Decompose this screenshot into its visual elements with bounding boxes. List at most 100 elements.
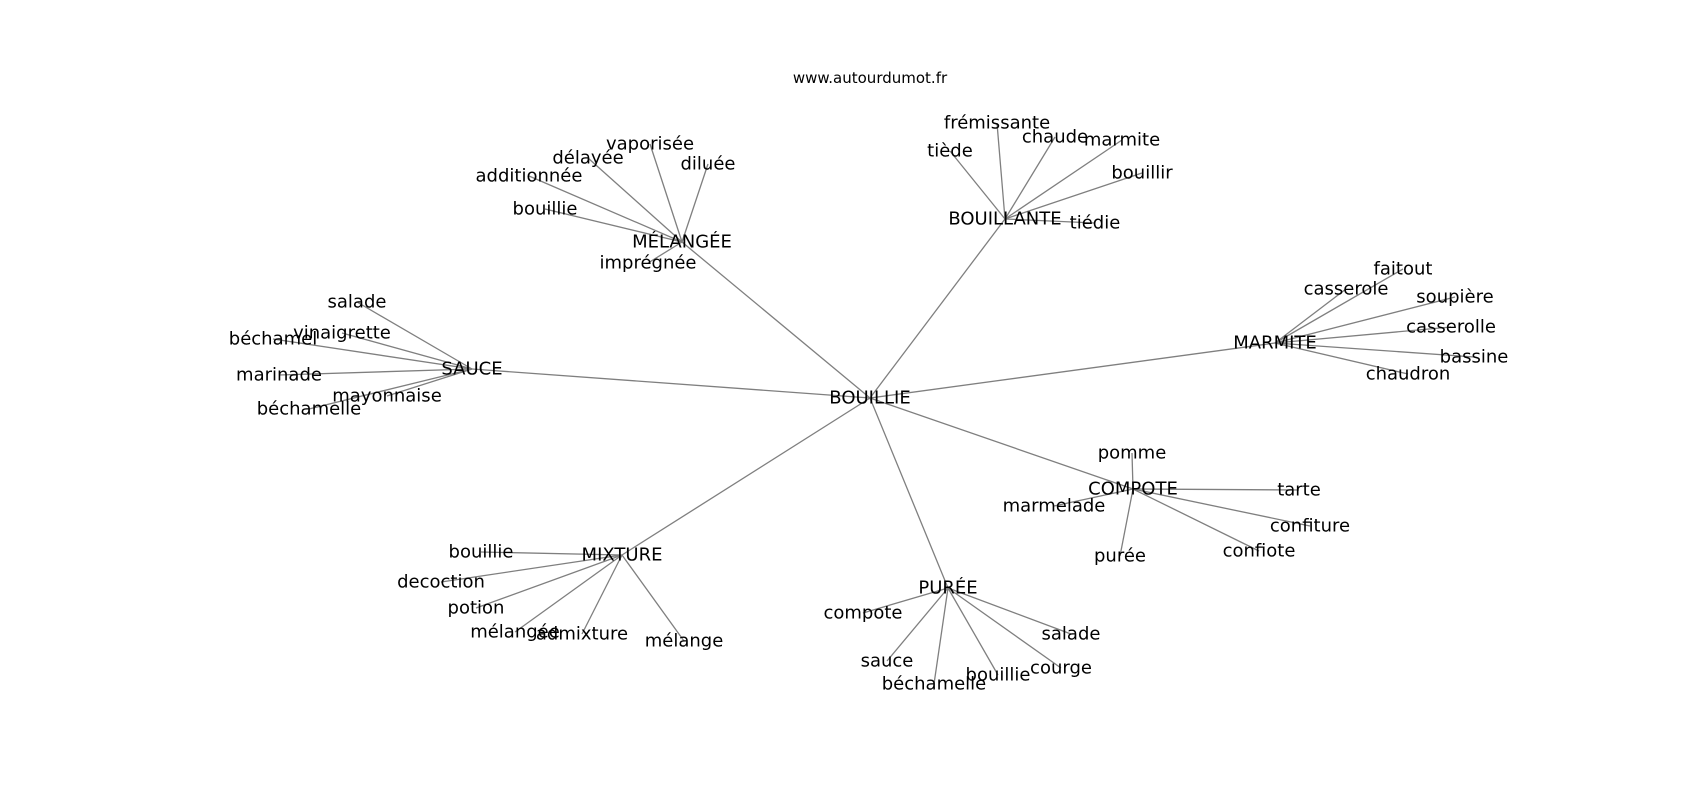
edge-hub-6-child-2 xyxy=(886,587,949,662)
hub-node: SAUCE xyxy=(441,359,502,380)
edge-hub-4-child-0 xyxy=(1131,452,1134,490)
leaf-node: mélangée xyxy=(470,622,560,643)
edge-hub-5-child-5 xyxy=(621,554,685,642)
edge-hub-4-child-5 xyxy=(1132,488,1260,552)
edge-hub-4-child-1 xyxy=(1132,488,1300,491)
edge-hub-6-child-4 xyxy=(947,587,999,676)
edge-hub-6-child-5 xyxy=(933,587,949,685)
leaf-node: courge xyxy=(1030,658,1092,679)
edge-center-to-3 xyxy=(471,368,871,399)
leaf-node: bassine xyxy=(1440,347,1509,368)
edge-hub-1-child-1 xyxy=(1004,136,1056,220)
leaf-node: casserolle xyxy=(1406,317,1496,338)
source-url: www.autourdumot.fr xyxy=(793,69,948,87)
leaf-node: admixture xyxy=(536,624,628,645)
leaf-node: casserole xyxy=(1304,279,1389,300)
edge-center-to-2 xyxy=(869,342,1276,399)
leaf-node: potion xyxy=(448,598,505,619)
edge-hub-2-child-0 xyxy=(1274,268,1404,344)
edge-center-to-1 xyxy=(869,218,1006,399)
leaf-node: bouillie xyxy=(513,199,578,220)
leaf-node: additionnée xyxy=(476,166,583,187)
edge-hub-1-child-4 xyxy=(1004,172,1143,220)
leaf-node: chaudron xyxy=(1366,364,1451,385)
hub-node: MIXTURE xyxy=(582,545,663,566)
edge-hub-6-child-3 xyxy=(947,587,1062,669)
leaf-node: compote xyxy=(823,603,902,624)
leaf-node: chaude xyxy=(1022,127,1088,148)
hub-node: MÉLANGÉE xyxy=(632,231,732,253)
edge-center-to-6 xyxy=(869,397,949,589)
edge-hub-3-child-0 xyxy=(356,301,473,370)
leaf-node: vaporisée xyxy=(606,134,694,155)
leaf-node: diluée xyxy=(681,154,736,175)
edge-hub-0-child-3 xyxy=(528,175,683,243)
edge-hub-6-child-1 xyxy=(947,587,1072,635)
hub-node: COMPOTE xyxy=(1088,479,1178,500)
edge-hub-2-child-4 xyxy=(1274,342,1475,358)
edge-hub-2-child-2 xyxy=(1274,296,1456,344)
edge-hub-1-child-5 xyxy=(1004,218,1096,224)
edge-hub-1-child-0 xyxy=(996,122,1006,220)
leaf-node: bouillir xyxy=(1111,163,1173,184)
hub-node: MARMITE xyxy=(1233,333,1317,354)
leaf-node: soupière xyxy=(1416,287,1493,308)
edges-layer xyxy=(272,122,1475,685)
leaf-node: tarte xyxy=(1277,480,1321,501)
hub-node: BOUILLANTE xyxy=(948,209,1061,230)
edge-hub-6-child-0 xyxy=(862,587,949,614)
leaf-node: confiote xyxy=(1223,541,1296,562)
hub-node: PURÉE xyxy=(918,577,977,599)
leaf-node: confiture xyxy=(1270,516,1350,537)
leaf-node: faitout xyxy=(1374,259,1433,280)
leaf-node: marinade xyxy=(236,365,322,386)
edge-hub-2-child-3 xyxy=(1274,326,1452,344)
leaf-node: frémissante xyxy=(944,113,1050,134)
edge-hub-2-child-5 xyxy=(1274,342,1409,375)
leaf-node: béchamelle xyxy=(257,399,362,420)
leaf-node: mayonnaise xyxy=(332,386,442,407)
leaf-node: marmite xyxy=(1084,130,1160,151)
leaf-node: béchamelle xyxy=(882,674,987,695)
leaf-node: délayée xyxy=(552,148,623,169)
leaf-node: purée xyxy=(1094,546,1146,567)
leaf-node: tiède xyxy=(927,141,973,162)
leaf-node: salade xyxy=(328,292,387,313)
leaf-node: marmelade xyxy=(1003,496,1106,517)
edge-hub-0-child-2 xyxy=(681,163,709,243)
edge-hub-3-child-3 xyxy=(278,368,473,376)
edge-hub-1-child-2 xyxy=(1004,139,1123,220)
center-node: BOUILLIE xyxy=(829,388,910,409)
edge-hub-5-child-2 xyxy=(475,554,623,609)
edge-center-to-4 xyxy=(869,397,1134,490)
leaf-node: pomme xyxy=(1098,443,1167,464)
edge-hub-0-child-0 xyxy=(649,143,683,243)
leaf-node: béchamel xyxy=(229,329,317,350)
edge-hub-5-child-3 xyxy=(514,554,623,633)
edge-hub-0-child-1 xyxy=(587,157,683,243)
edge-hub-5-child-0 xyxy=(480,551,623,556)
edge-hub-3-child-1 xyxy=(341,332,473,370)
leaf-node: mélange xyxy=(645,631,724,652)
edge-hub-4-child-2 xyxy=(1053,488,1134,507)
leaf-node: sauce xyxy=(861,651,914,672)
leaf-node: imprégnée xyxy=(599,253,696,274)
edge-hub-4-child-4 xyxy=(1119,488,1134,557)
edge-hub-4-child-3 xyxy=(1132,488,1311,527)
leaf-node: bouillie xyxy=(449,542,514,563)
edge-hub-0-child-5 xyxy=(647,241,683,264)
leaf-node: salade xyxy=(1042,624,1101,645)
edge-center-to-0 xyxy=(681,241,871,399)
edge-hub-3-child-5 xyxy=(308,368,473,410)
edge-hub-3-child-2 xyxy=(272,338,473,370)
edge-hub-3-child-4 xyxy=(386,368,473,397)
edge-hub-2-child-1 xyxy=(1274,288,1347,344)
edge-hub-5-child-4 xyxy=(581,554,623,635)
leaf-node: tiédie xyxy=(1070,213,1121,234)
edge-hub-0-child-4 xyxy=(544,208,683,243)
edge-hub-1-child-3 xyxy=(949,150,1006,220)
edge-center-to-5 xyxy=(621,397,871,556)
leaf-node: bouillie xyxy=(966,665,1031,686)
